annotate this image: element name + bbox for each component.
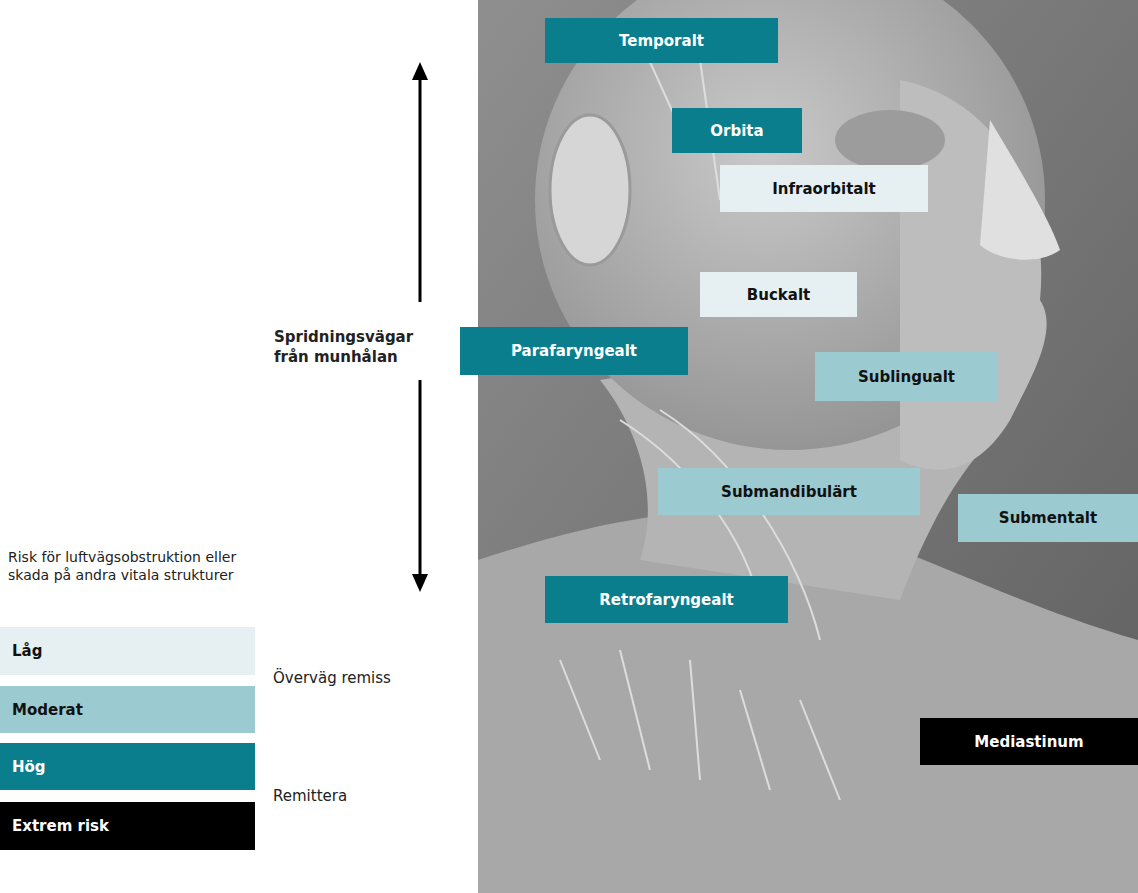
region-box: Mediastinum (920, 718, 1138, 765)
region-label: Retrofaryngealt (599, 591, 733, 609)
legend-title: Risk för luftvägsobstruktion eller skada… (8, 548, 270, 584)
region-box: Temporalt (545, 18, 778, 63)
ear-shape (550, 115, 630, 265)
region-label: Submentalt (999, 509, 1097, 527)
legend-text: Låg (12, 642, 42, 660)
legend-note: Remittera (273, 787, 433, 807)
spread-arrow (412, 62, 428, 592)
region-box: Submentalt (958, 494, 1138, 542)
region-box: Orbita (672, 108, 802, 153)
legend-text: Extrem risk (12, 817, 109, 835)
region-box: Infraorbitalt (720, 165, 928, 212)
legend-swatch: Moderat (0, 686, 255, 733)
region-box: Sublingualt (815, 352, 998, 401)
legend-note: Överväg remiss (273, 669, 433, 689)
region-box: Retrofaryngealt (545, 576, 788, 623)
region-label: Temporalt (619, 32, 704, 50)
region-label: Buckalt (747, 286, 810, 304)
legend-swatch: Extrem risk (0, 802, 255, 850)
region-label: Infraorbitalt (772, 180, 876, 198)
region-label: Parafaryngealt (511, 342, 637, 360)
legend-swatch: Hög (0, 743, 255, 790)
region-label: Mediastinum (974, 733, 1083, 751)
legend-text: Moderat (12, 701, 83, 719)
eye-shape (835, 110, 945, 170)
legend-swatch: Låg (0, 627, 255, 675)
nose-shape (980, 120, 1060, 260)
arrow-label: Spridningsvägar från munhålan (274, 328, 416, 367)
region-label: Orbita (710, 122, 763, 140)
muscle-lines (560, 40, 840, 800)
legend-text: Hög (12, 758, 46, 776)
region-box: Parafaryngealt (460, 327, 688, 375)
region-box: Submandibulärt (658, 468, 920, 515)
region-label: Sublingualt (858, 368, 955, 386)
region-label: Submandibulärt (721, 483, 857, 501)
region-box: Buckalt (700, 272, 857, 317)
